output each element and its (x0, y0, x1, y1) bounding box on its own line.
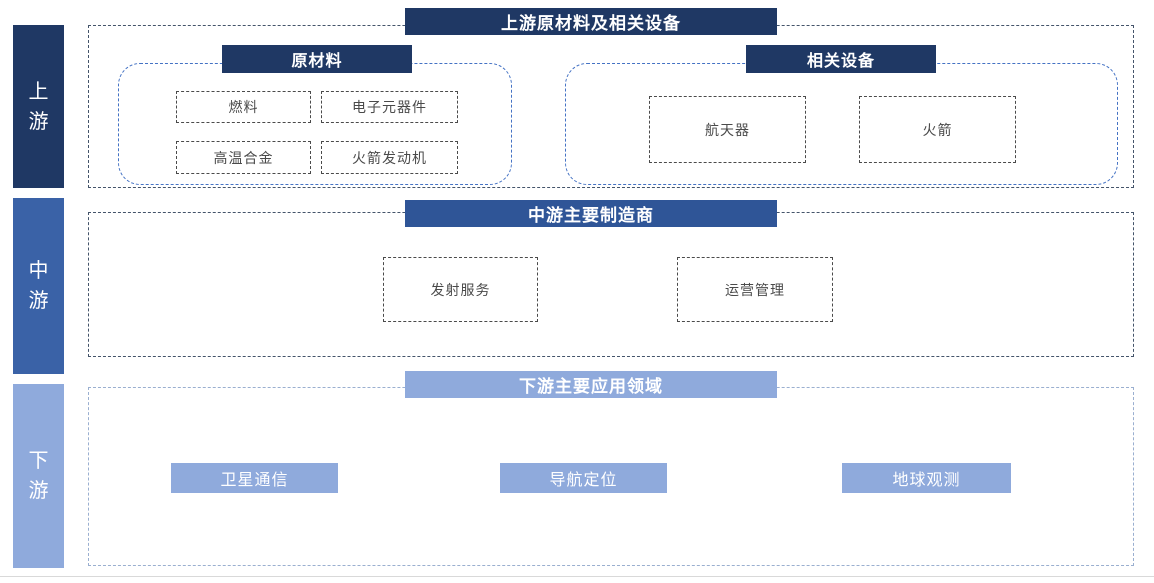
downstream-section-title: 下游主要应用领域 (405, 371, 777, 398)
item-satellite-communication: 卫星通信 (171, 463, 338, 493)
stage-label-downstream-text: 下游 (28, 450, 49, 502)
stage-label-midstream-text: 中游 (28, 260, 49, 312)
stage-label-upstream: 上游 (13, 25, 64, 188)
item-spacecraft: 航天器 (649, 96, 806, 163)
related-equipment-group-title: 相关设备 (746, 45, 936, 73)
item-launch-services: 发射服务 (383, 257, 538, 322)
midstream-section-box: 发射服务 运营管理 (88, 212, 1134, 357)
raw-materials-group-title: 原材料 (222, 45, 412, 73)
item-high-temp-alloy: 高温合金 (176, 141, 311, 174)
item-rocket: 火箭 (859, 96, 1016, 163)
item-electronic-components: 电子元器件 (321, 91, 458, 123)
item-navigation-positioning: 导航定位 (500, 463, 667, 493)
stage-label-midstream: 中游 (13, 198, 64, 374)
related-equipment-group-box: 航天器 火箭 (565, 63, 1118, 185)
item-operations-management: 运营管理 (677, 257, 833, 322)
midstream-section-title: 中游主要制造商 (405, 200, 777, 227)
bottom-divider-line (0, 576, 1154, 577)
item-rocket-engine: 火箭发动机 (321, 141, 458, 174)
downstream-section-box: 卫星通信 导航定位 地球观测 (88, 387, 1134, 566)
stage-label-downstream: 下游 (13, 384, 64, 568)
item-earth-observation: 地球观测 (842, 463, 1011, 493)
stage-label-upstream-text: 上游 (28, 80, 49, 133)
raw-materials-group-box: 燃料 电子元器件 高温合金 火箭发动机 (118, 63, 512, 185)
upstream-section-title: 上游原材料及相关设备 (405, 8, 777, 35)
item-fuel: 燃料 (176, 91, 311, 123)
